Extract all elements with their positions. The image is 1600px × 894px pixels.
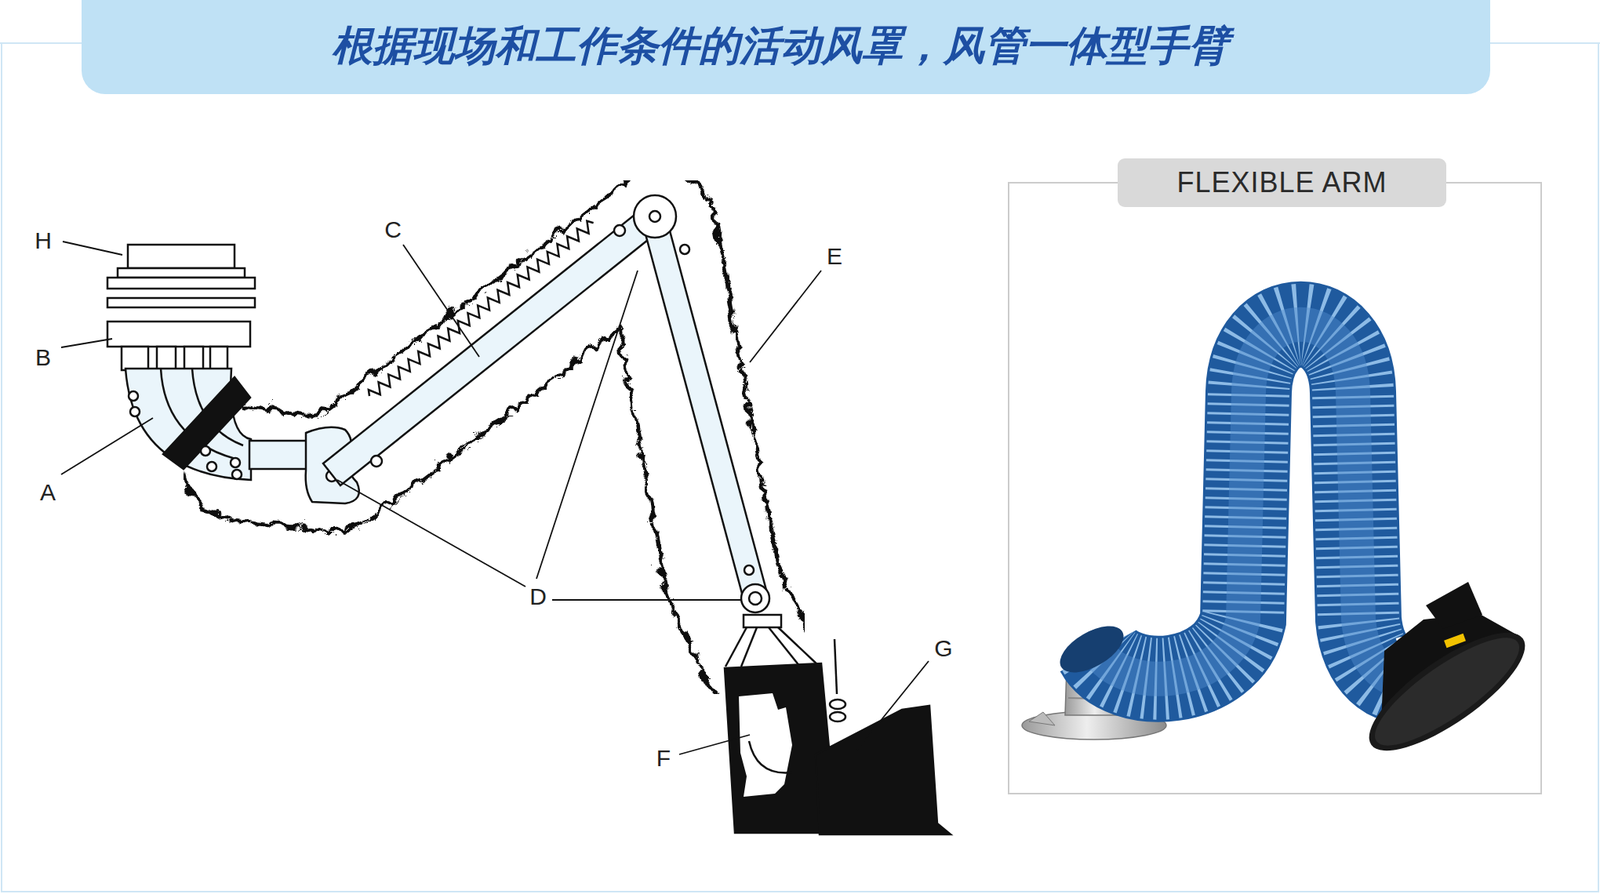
hood-assembly-part [834, 639, 837, 695]
lower-arm-part [633, 195, 677, 238]
hood-assembly-part [829, 699, 846, 710]
mounting-flange-part [107, 277, 255, 289]
part-letter: C [381, 216, 404, 243]
part-letter: H [32, 227, 55, 254]
hood-assembly-part [725, 627, 820, 667]
spring-part [366, 218, 597, 401]
leader-lines [61, 241, 929, 755]
elbow-part [130, 407, 140, 417]
upper-arm-part [370, 455, 382, 467]
hose-photo-part [1052, 616, 1131, 682]
lower-arm [633, 195, 770, 613]
hose-photo-part [1361, 621, 1533, 763]
hose-photo-part [1352, 613, 1541, 771]
lower-arm-part [649, 210, 661, 222]
hose-photo [1021, 324, 1542, 771]
hose-photo-part [1443, 633, 1466, 648]
hood-assembly-part [749, 741, 793, 774]
elbow-part [200, 446, 211, 456]
upper-arm-part [614, 225, 626, 237]
lower-arm-part [641, 213, 768, 600]
lower-arm-part [744, 565, 754, 575]
part-letter: D [527, 583, 550, 610]
part-letter: G [931, 635, 955, 662]
elbow-part [128, 391, 139, 401]
mounting-flange-part [156, 346, 176, 371]
elbow-part [125, 368, 251, 480]
leader-lines-part [337, 480, 526, 587]
mounting-flange-part [210, 346, 228, 371]
tab-text: FLEXIBLE ARM [1176, 166, 1387, 200]
mounting-flange-part [121, 346, 149, 371]
mounting-flange-part [107, 321, 251, 347]
hose-photo-part [1029, 712, 1055, 726]
page-title: 根据现场和工作条件的活动风罩，风管一体型手臂 [331, 21, 1230, 70]
hood-assembly [724, 614, 951, 835]
leader-lines-part [536, 270, 638, 579]
mounting-flange-part [127, 244, 235, 269]
hose-photo-part [1425, 581, 1483, 630]
photo-frame-part [1008, 182, 1542, 794]
hose-photo-part [1098, 324, 1412, 680]
page-frame [0, 43, 1600, 892]
leader-lines-part [61, 338, 113, 348]
leader-lines-part [552, 599, 742, 601]
elbow-part [207, 461, 217, 472]
hood-assembly-part [743, 614, 782, 628]
hood-assembly-part [829, 712, 846, 722]
leader-lines-part [857, 661, 929, 750]
lower-arm-part [749, 592, 762, 605]
mounting-flange-part [107, 298, 255, 308]
mounting-flange-part [184, 346, 204, 371]
hose-photo-part [1098, 324, 1412, 680]
hood-assembly-part [738, 693, 793, 797]
part-letter: B [32, 344, 54, 371]
part-letter: F [654, 745, 673, 771]
leader-lines-part [749, 270, 822, 363]
arm-joint-part [249, 440, 308, 470]
elbow [125, 368, 251, 480]
part-letter: A [37, 479, 59, 506]
mounting-flange [107, 244, 255, 371]
leader-lines-part [61, 418, 153, 475]
page-frame-part [0, 43, 1600, 892]
hood-assembly-part [815, 705, 951, 835]
title-banner [81, 0, 1491, 95]
leader-lines-part [62, 241, 123, 255]
lower-arm-part [680, 244, 690, 255]
part-letter: E [824, 243, 845, 270]
title-banner-part [81, 0, 1491, 95]
mounting-flange-part [117, 268, 245, 278]
elbow-part [232, 469, 242, 480]
lower-arm-part [741, 584, 770, 613]
photo-frame [1008, 182, 1542, 794]
leader-lines-part [679, 734, 750, 755]
elbow-part [163, 377, 251, 470]
hose-photo-part [1098, 324, 1412, 680]
spring [366, 218, 597, 401]
caption-tab: FLEXIBLE ARM [1117, 158, 1447, 208]
elbow-part [230, 458, 240, 468]
leader-lines-part [403, 244, 480, 357]
